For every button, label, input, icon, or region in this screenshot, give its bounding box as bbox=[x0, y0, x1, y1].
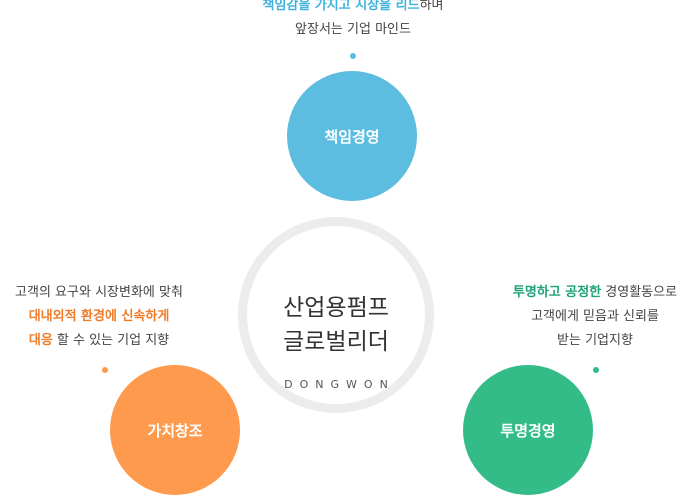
top-description: 책임감을 가지고 시장을 리드하며 앞장서는 기업 마인드 bbox=[200, 0, 506, 42]
right-highlight-text: 투명하고 공정한 bbox=[512, 285, 602, 300]
circle-value-creation: 가치창조 bbox=[110, 365, 240, 495]
right-dot bbox=[593, 367, 599, 373]
center-title-line1: 산업용펌프 bbox=[283, 295, 389, 321]
right-description: 투명하고 공정한 경영활동으로 고객에게 믿음과 신뢰를 받는 기업지향 bbox=[490, 281, 693, 353]
right-line1-rest: 경영활동으로 bbox=[601, 285, 678, 300]
center-subtitle: DONGWON bbox=[284, 378, 395, 391]
top-description-line2: 앞장서는 기업 마인드 bbox=[295, 22, 411, 37]
left-line3-highlight: 대응 bbox=[28, 333, 53, 348]
right-description-line1: 투명하고 공정한 경영활동으로 bbox=[490, 281, 693, 305]
left-dot bbox=[102, 367, 108, 373]
top-line1-rest: 하며 bbox=[419, 0, 444, 13]
center-ring bbox=[238, 217, 434, 413]
left-description-line3: 대응 할 수 있는 기업 지향 bbox=[0, 329, 204, 353]
center-title: 산업용펌프 글로벌리더 bbox=[238, 291, 434, 359]
circle-transparent-label: 투명경영 bbox=[500, 421, 556, 440]
circle-value-label: 가치창조 bbox=[147, 421, 203, 440]
top-highlight-text: 책임감을 가지고 시장을 리드 bbox=[262, 0, 420, 13]
circle-responsible-management: 책임경영 bbox=[287, 71, 417, 201]
left-description-line2: 대내외적 환경에 신속하게 bbox=[28, 309, 170, 324]
left-description: 고객의 요구와 시장변화에 맞춰 대내외적 환경에 신속하게 대응 할 수 있는… bbox=[0, 281, 204, 353]
top-description-line1: 책임감을 가지고 시장을 리드하며 bbox=[200, 0, 506, 18]
circle-responsible-label: 책임경영 bbox=[324, 127, 380, 146]
circle-transparent-management: 투명경영 bbox=[463, 365, 593, 495]
top-dot bbox=[350, 53, 356, 59]
right-description-line3: 받는 기업지향 bbox=[557, 333, 633, 348]
left-line3-rest: 할 수 있는 기업 지향 bbox=[52, 333, 170, 348]
left-description-line1: 고객의 요구와 시장변화에 맞춰 bbox=[15, 285, 183, 300]
right-description-line2: 고객에게 믿음과 신뢰를 bbox=[531, 309, 659, 324]
center-title-line2: 글로벌리더 bbox=[283, 329, 389, 355]
